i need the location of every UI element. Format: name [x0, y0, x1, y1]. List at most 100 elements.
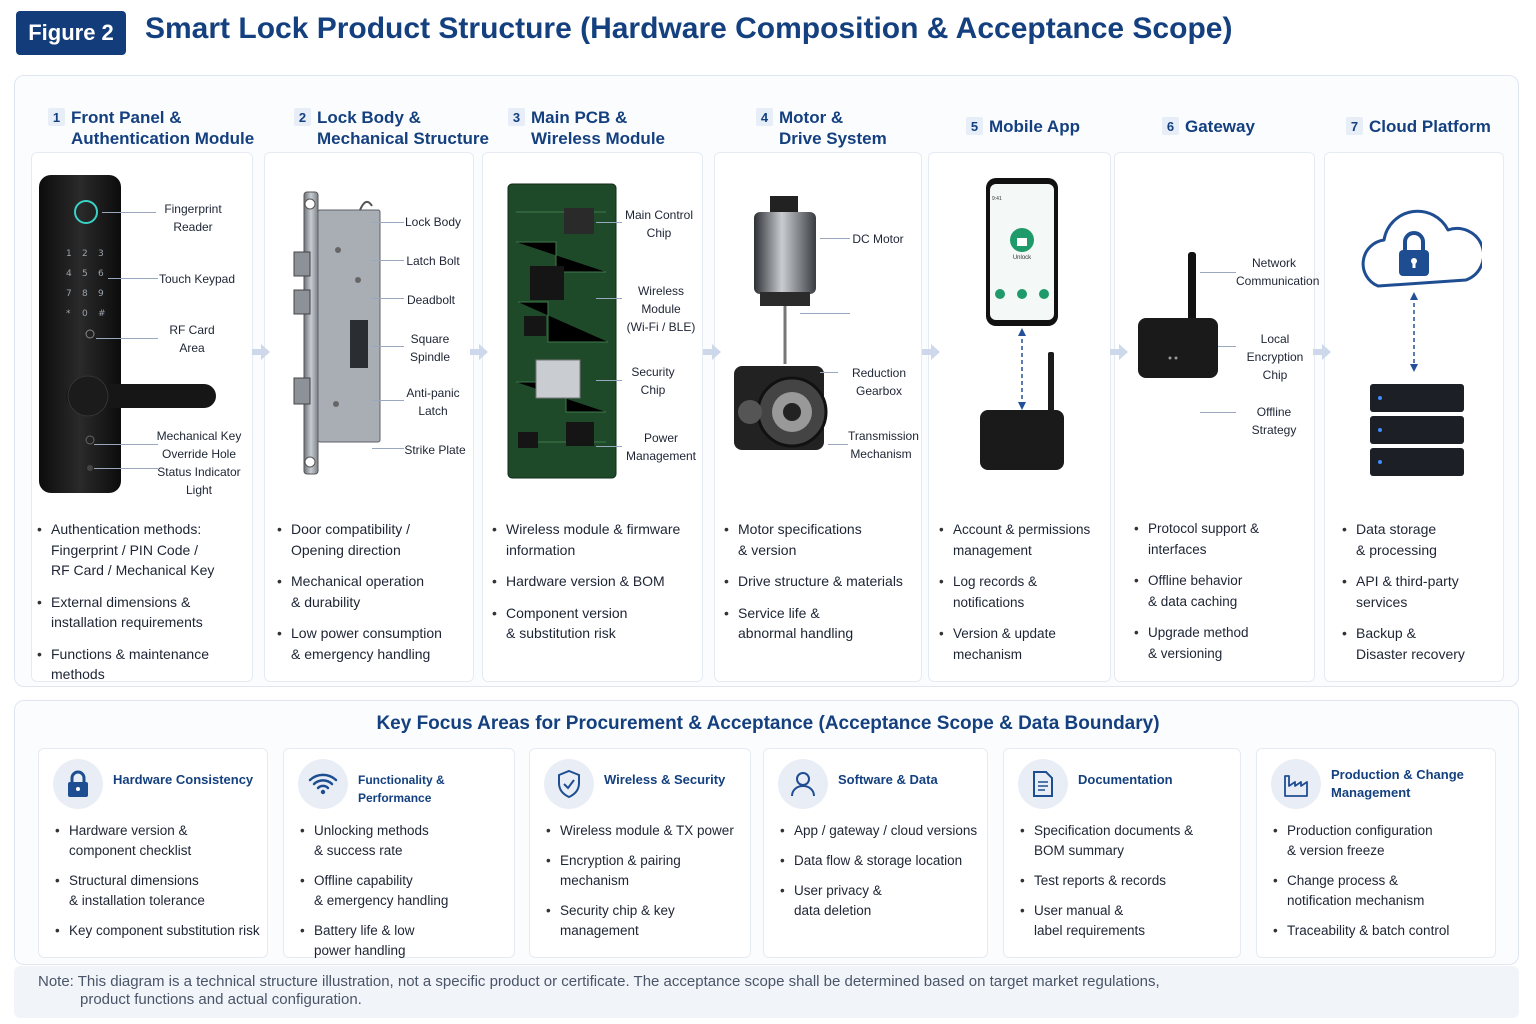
list-item: Production configuration & version freez…: [1273, 821, 1495, 861]
callout-wireless-module: Wireless Module (Wi-Fi / BLE): [626, 284, 696, 334]
callout-deadbolt: Deadbolt: [406, 293, 456, 307]
list-item: User manual & label requirements: [1020, 901, 1240, 941]
card-title: Documentation: [1078, 772, 1173, 787]
list-item: Unlocking methods & success rate: [300, 821, 510, 861]
callout-strike-plate: Strike Plate: [404, 443, 466, 457]
callout-mechanical-key-override: Mechanical Key Override Hole: [156, 429, 242, 461]
bullets-lock-body: Door compatibility / Opening direction M…: [277, 519, 473, 675]
list-item: Change process & notification mechanism: [1273, 871, 1495, 911]
phone-unlock-label: Unlock: [1012, 255, 1032, 261]
card-bullets: Hardware version & component checklist S…: [55, 821, 267, 951]
callout-offline-strategy: Offline Strategy: [1251, 405, 1297, 437]
card-bullets: Unlocking methods & success rate Offline…: [300, 821, 510, 971]
bullets-front-panel: Authentication methods: Fingerprint / PI…: [37, 519, 249, 696]
flow-arrow-icon: [1110, 344, 1128, 360]
callout-touch-keypad: Touch Keypad: [158, 272, 236, 286]
list-item: Hardware version & component checklist: [55, 821, 267, 861]
callout-main-control-chip: Main Control Chip: [624, 208, 694, 240]
note-bar: [14, 966, 1519, 1018]
focus-card-production: Production & Change Management Productio…: [1256, 748, 1496, 958]
phone-status-time: 9:41: [992, 196, 1002, 202]
callout-transmission-mechanism: Transmission Mechanism: [848, 429, 919, 461]
list-item: Authentication methods: Fingerprint / PI…: [37, 519, 249, 581]
flow-arrow-icon: [703, 344, 721, 360]
focus-card-hardware: Hardware Consistency Hardware version & …: [38, 748, 268, 958]
focus-card-software: Software & Data App / gateway / cloud ve…: [763, 748, 988, 958]
list-item: Mechanical operation & durability: [277, 571, 473, 612]
list-item: Traceability & batch control: [1273, 921, 1495, 941]
focus-card-functionality: Functionality & Performance Unlocking me…: [283, 748, 515, 958]
bullets-cloud: Data storage & processing API & third-pa…: [1342, 519, 1502, 675]
figure-badge: Figure 2: [16, 11, 126, 55]
user-icon: [778, 759, 828, 809]
list-item: Hardware version & BOM: [492, 571, 700, 592]
list-item: Functions & maintenance methods: [37, 644, 249, 685]
callout-security-chip: Security Chip: [631, 365, 675, 397]
list-item: Structural dimensions & installation tol…: [55, 871, 267, 911]
list-item: Log records & notifications: [939, 572, 1111, 613]
callout-anti-panic-latch: Anti-panic Latch: [406, 386, 460, 418]
callout-status-indicator: Status Indicator Light: [157, 465, 241, 497]
list-item: Drive structure & materials: [724, 571, 920, 592]
card-bullets: Specification documents & BOM summary Te…: [1020, 821, 1240, 951]
callout-dc-motor: DC Motor: [852, 232, 904, 246]
list-item: Service life & abnormal handling: [724, 603, 920, 644]
card-title: Functionality & Performance: [358, 773, 445, 805]
list-item: Upgrade method & versioning: [1134, 623, 1314, 664]
flow-arrow-icon: [252, 344, 270, 360]
list-item: Component version & substitution risk: [492, 603, 700, 644]
list-item: Version & update mechanism: [939, 624, 1111, 665]
card-title: Production & Change Management: [1331, 767, 1464, 800]
list-item: App / gateway / cloud versions: [780, 821, 988, 841]
flow-arrow-icon: [470, 344, 488, 360]
card-title: Hardware Consistency: [113, 772, 254, 787]
bullets-mobile-app: Account & permissions management Log rec…: [939, 520, 1111, 676]
card-bullets: Production configuration & version freez…: [1273, 821, 1495, 951]
list-item: Motor specifications & version: [724, 519, 920, 560]
document-icon: [1018, 759, 1068, 809]
callout-network-communication: Network Communication: [1236, 256, 1320, 288]
flow-arrow-icon: [1313, 344, 1331, 360]
flow-arrow-icon: [922, 344, 940, 360]
shield-icon: [544, 759, 594, 809]
list-item: External dimensions & installation requi…: [37, 592, 249, 633]
card-bullets: Wireless module & TX power Encryption & …: [546, 821, 750, 951]
cloud-illustration: [1361, 209, 1482, 476]
mobile-app-illustration: [980, 178, 1064, 470]
callout-rf-card-area: RF Card Area: [169, 323, 215, 355]
focus-areas-title: Key Focus Areas for Procurement & Accept…: [376, 713, 1160, 734]
callout-lock-body: Lock Body: [404, 215, 462, 229]
card-bullets: App / gateway / cloud versions Data flow…: [780, 821, 988, 931]
callout-reduction-gearbox: Reduction Gearbox: [851, 366, 907, 398]
card-title: Software & Data: [838, 772, 938, 787]
list-item: User privacy & data deletion: [780, 881, 988, 921]
list-item: Account & permissions management: [939, 520, 1111, 561]
list-item: Wireless module & firmware information: [492, 519, 700, 560]
bullets-motor: Motor specifications & version Drive str…: [724, 519, 920, 655]
list-item: Encryption & pairing mechanism: [546, 851, 750, 891]
list-item: Protocol support & interfaces: [1134, 519, 1314, 560]
list-item: Data storage & processing: [1342, 519, 1502, 560]
pcb-illustration: [507, 183, 617, 479]
list-item: Offline capability & emergency handling: [300, 871, 510, 911]
page-title: Smart Lock Product Structure (Hardware C…: [145, 12, 1233, 45]
factory-icon: [1271, 759, 1321, 809]
list-item: Door compatibility / Opening direction: [277, 519, 473, 560]
list-item: Security chip & key management: [546, 901, 750, 941]
bullets-main-pcb: Wireless module & firmware information H…: [492, 519, 700, 655]
callout-fingerprint-reader: Fingerprint Reader: [164, 202, 222, 234]
footnote: Note: This diagram is a technical struct…: [38, 973, 1160, 1008]
card-title: Wireless & Security: [604, 772, 726, 787]
list-item: Data flow & storage location: [780, 851, 988, 871]
list-item: API & third-party services: [1342, 571, 1502, 612]
list-item: Battery life & low power handling: [300, 921, 510, 961]
callout-power-management: Power Management: [625, 431, 697, 463]
lock-body-illustration: [293, 191, 381, 475]
